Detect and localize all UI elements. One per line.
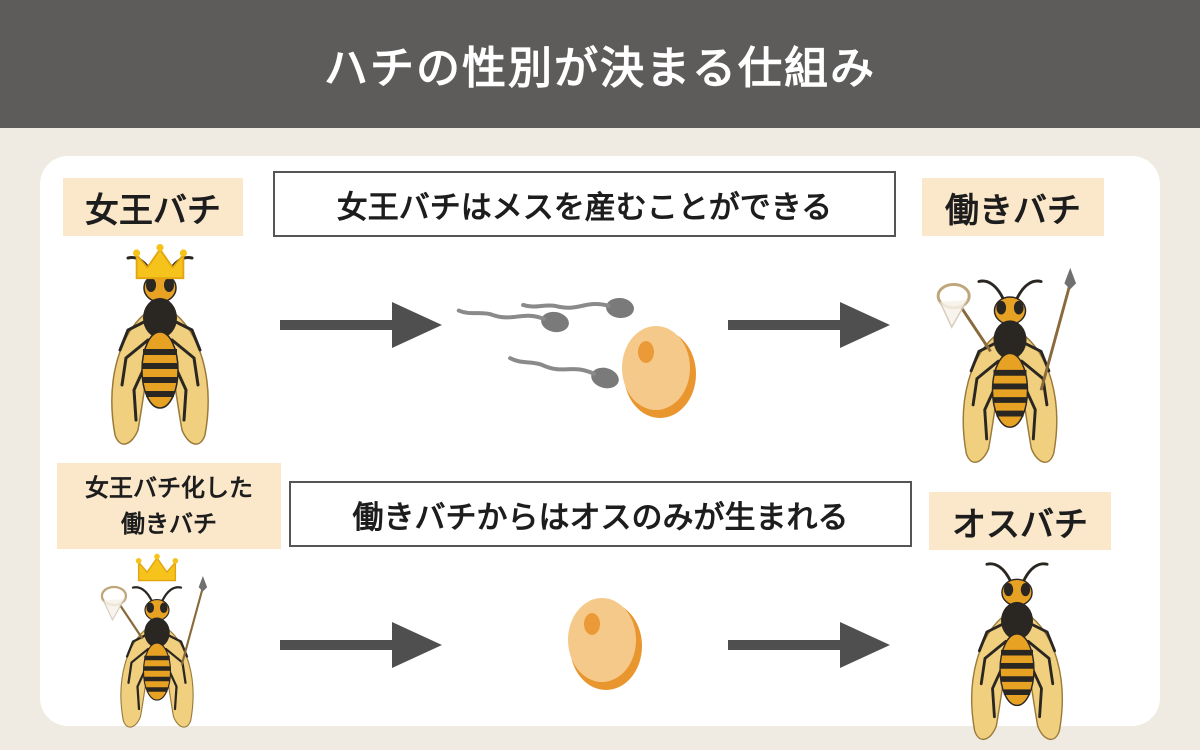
male-bee-illustration xyxy=(962,552,1072,712)
crown-icon xyxy=(132,243,188,280)
spear-icon xyxy=(1039,266,1078,392)
queen-like-worker-illustration xyxy=(100,553,209,702)
sperm-icon xyxy=(521,266,644,355)
label-queen-like-worker: 女王バチ化した 働きバチ xyxy=(57,463,281,549)
label-male-bee-text: オスバチ xyxy=(952,504,1088,545)
arrow-row2-left xyxy=(280,622,442,668)
caption-workers-produce-males: 働きバチからはオスのみが生まれる xyxy=(289,481,912,547)
label-queen-like-worker-line2: 働きバチ xyxy=(121,510,217,538)
header-bar: ハチの性別が決まる仕組み xyxy=(0,0,1200,128)
caption-queen-lays-females: 女王バチはメスを産むことができる xyxy=(273,171,896,237)
label-queen-bee: 女王バチ xyxy=(63,178,243,236)
label-queen-like-worker-line1: 女王バチ化した xyxy=(85,474,253,502)
label-queen-bee-text: 女王バチ xyxy=(85,190,221,231)
label-worker-bee: 働きバチ xyxy=(922,178,1104,236)
net-icon xyxy=(100,585,144,640)
egg-icon xyxy=(622,326,696,418)
caption-workers-produce-males-text: 働きバチからはオスのみが生まれる xyxy=(352,499,849,536)
sperm-icon xyxy=(508,337,627,411)
spear-icon xyxy=(180,574,209,666)
net-icon xyxy=(936,282,993,353)
queen-bee-illustration xyxy=(100,243,220,420)
arrow-row2-right xyxy=(728,622,890,668)
egg-icon xyxy=(568,598,642,690)
arrow-row1-right xyxy=(728,302,890,348)
caption-queen-lays-females-text: 女王バチはメスを産むことができる xyxy=(336,189,833,226)
worker-bee-illustration xyxy=(936,266,1078,434)
crown-icon xyxy=(135,553,179,582)
unfertilized-egg-illustration xyxy=(568,598,642,690)
queen-bee-body xyxy=(112,258,208,445)
arrow-row1-left xyxy=(280,302,442,348)
label-male-bee: オスバチ xyxy=(929,492,1111,550)
sperm-and-egg-illustration xyxy=(456,266,696,418)
page-title: ハチの性別が決まる仕組み xyxy=(324,43,876,94)
label-worker-bee-text: 働きバチ xyxy=(945,190,1081,231)
